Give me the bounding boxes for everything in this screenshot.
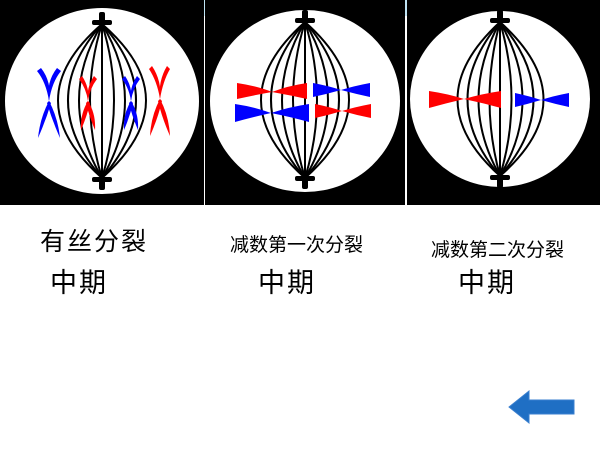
meiosis-2-cell-diagram	[410, 10, 590, 188]
chromosome-red-1	[79, 76, 97, 130]
centrosome-bottom	[295, 176, 315, 189]
chromosome-blue-pair-top	[313, 83, 370, 97]
chromosome-blue-2	[122, 76, 140, 130]
chromosome-blue-1	[37, 68, 61, 138]
panel-gap	[405, 0, 407, 16]
meiosis-1-cell-diagram	[210, 10, 400, 192]
chromosome-red	[429, 91, 501, 108]
chromosome-blue-pair-bottom	[235, 104, 309, 122]
mitosis-phase-label: 中期	[50, 268, 108, 299]
centrosome-top	[92, 12, 112, 25]
spindle-fibers	[57, 23, 147, 179]
meiosis-2-metaphase-panel	[407, 0, 600, 205]
mitosis-metaphase-panel	[0, 0, 204, 205]
panel-gap	[204, 0, 205, 16]
meiosis-1-metaphase-panel	[205, 0, 405, 205]
meiosis-1-stage-label: 减数第一次分裂	[230, 234, 364, 256]
centrosome-bottom	[490, 175, 510, 188]
centrosome-top	[490, 10, 510, 23]
centrosome-top	[295, 10, 315, 23]
left-arrow-icon	[508, 389, 575, 425]
chromosome-red-pair-top	[237, 83, 307, 99]
chromosome-red-2	[149, 66, 170, 136]
meiosis-2-stage-label: 减数第二次分裂	[431, 239, 565, 261]
meiosis-1-phase-label: 中期	[258, 268, 316, 299]
back-button[interactable]	[507, 389, 577, 425]
centrosome-bottom	[92, 177, 112, 190]
meiosis-2-phase-label: 中期	[458, 268, 516, 299]
mitosis-cell-diagram	[5, 8, 199, 194]
spindle-fibers	[260, 21, 350, 179]
mitosis-stage-label: 有丝分裂	[40, 227, 149, 256]
chromosome-blue	[515, 93, 569, 107]
chromosome-red-pair-bottom	[315, 104, 371, 118]
